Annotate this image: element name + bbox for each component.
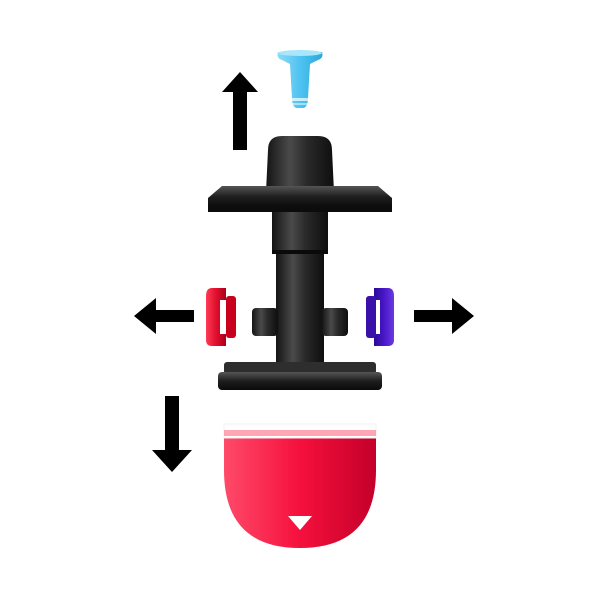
left-clip <box>206 288 236 346</box>
arrow-left <box>134 298 194 334</box>
arrow-down <box>152 396 192 472</box>
arrow-right <box>414 298 474 334</box>
arrow-up <box>222 72 258 150</box>
nozzle-tip <box>277 50 323 108</box>
cap-indicator-triangle <box>288 516 312 530</box>
bottom-cap <box>223 423 377 548</box>
right-clip <box>366 288 394 346</box>
central-body <box>208 136 392 390</box>
